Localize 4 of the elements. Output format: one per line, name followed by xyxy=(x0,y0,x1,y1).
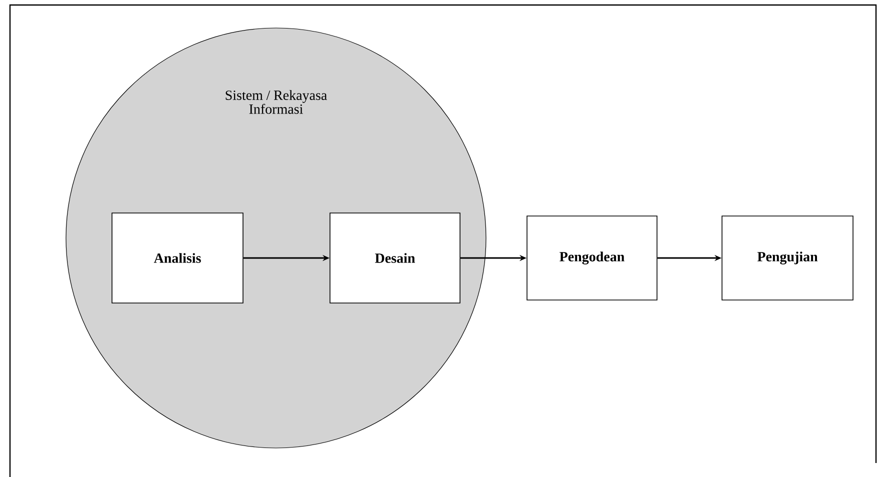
process-box: Analisis xyxy=(112,212,244,304)
process-box: Desain xyxy=(330,212,460,304)
process-box: Pengujian xyxy=(722,216,854,300)
process-box: Pengodean xyxy=(526,216,658,300)
